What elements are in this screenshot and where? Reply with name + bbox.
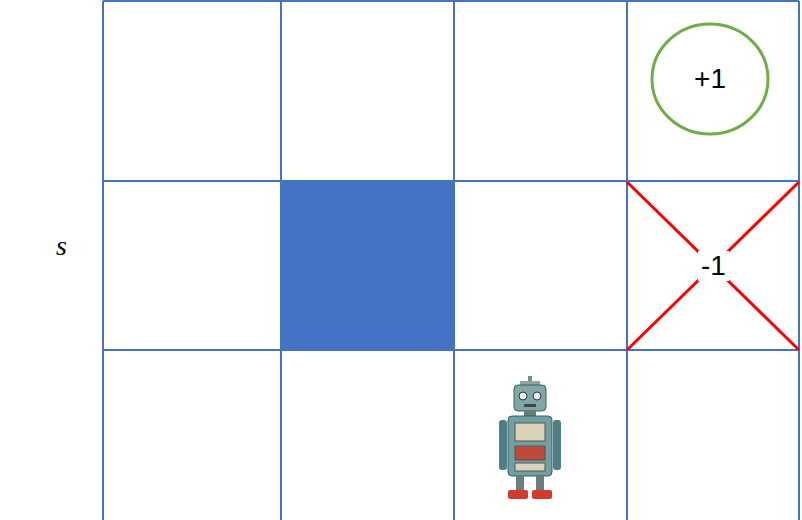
goal-circle: +1 bbox=[650, 22, 770, 136]
state-label: s bbox=[56, 230, 67, 262]
wall-cell bbox=[282, 182, 453, 350]
cross-mark bbox=[627, 182, 799, 350]
pit-cell: -1 bbox=[628, 182, 799, 350]
grid-lines bbox=[103, 1, 799, 520]
robot-figure bbox=[499, 376, 561, 499]
reward-value: -1 bbox=[698, 251, 729, 282]
reward-value: +1 bbox=[694, 64, 726, 95]
